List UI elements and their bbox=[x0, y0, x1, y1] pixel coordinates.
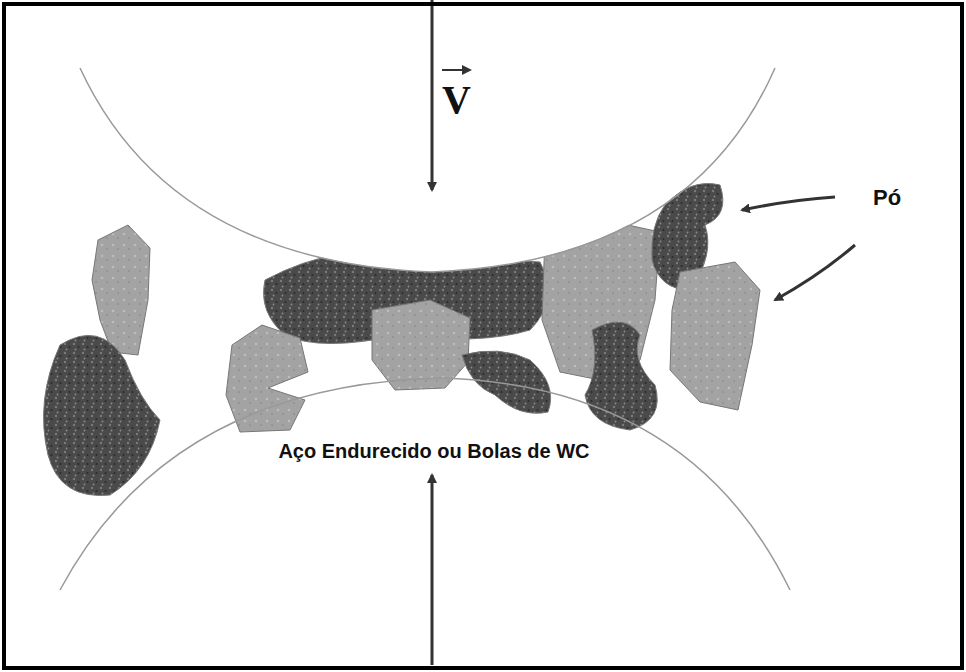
powder-label: Pó bbox=[873, 186, 901, 210]
vector-symbol: V bbox=[442, 78, 471, 122]
ball-label: Aço Endurecido ou Bolas de WC bbox=[276, 440, 591, 462]
